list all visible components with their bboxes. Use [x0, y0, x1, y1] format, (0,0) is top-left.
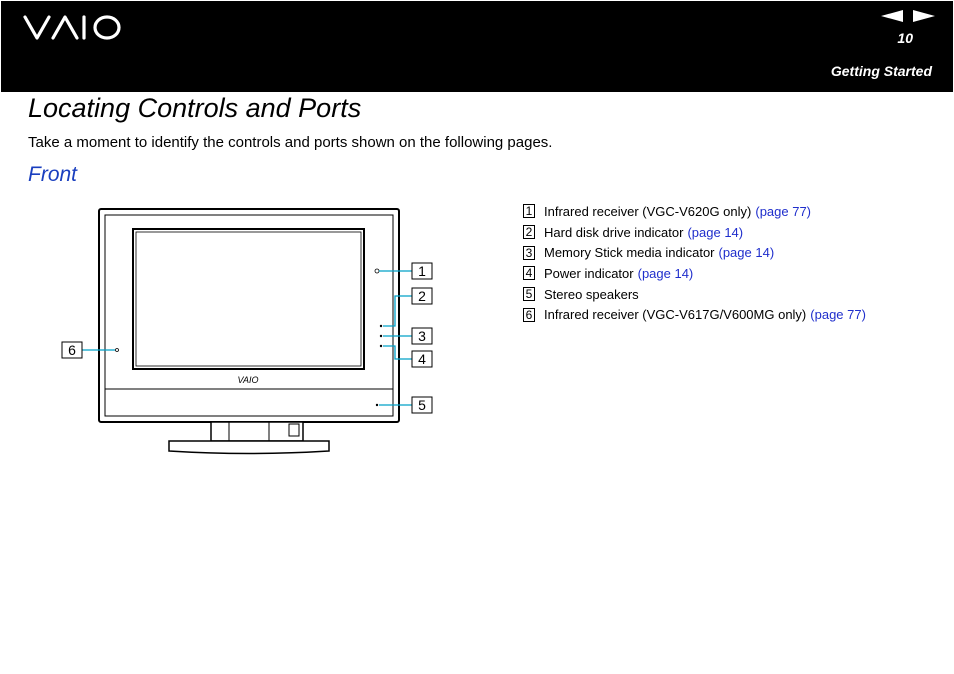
page-link[interactable]: (page 77)	[810, 307, 866, 323]
legend-number: 6	[523, 307, 535, 322]
svg-text:4: 4	[418, 351, 426, 367]
vaio-logo	[23, 15, 121, 40]
legend-text: Hard disk drive indicator	[544, 224, 684, 240]
left-arrow-icon[interactable]	[881, 9, 903, 28]
right-arrow-icon[interactable]	[913, 9, 935, 28]
legend-item: 4 Power indicator (page 14)	[523, 263, 866, 284]
page-link[interactable]: (page 14)	[718, 245, 775, 261]
monitor-screen	[132, 228, 365, 370]
svg-text:3: 3	[418, 328, 426, 344]
callout-6: 6	[61, 341, 83, 359]
page-title: Locating Controls and Ports	[28, 93, 362, 123]
page-link[interactable]: (page 14)	[637, 265, 694, 281]
legend-text: Memory Stick media indicator	[544, 245, 715, 261]
page-number: 10	[897, 30, 913, 46]
legend-number: 3	[523, 245, 535, 260]
callout-4: 4	[411, 350, 433, 368]
legend-text: Infrared receiver (VGC-V620G only)	[544, 203, 752, 219]
callout-1: 1	[411, 262, 433, 280]
callout-3: 3	[411, 327, 433, 345]
legend-number: 5	[523, 287, 535, 302]
legend-item: 3 Memory Stick media indicator (page 14)	[523, 242, 866, 263]
page-header: 10 Getting Started	[1, 1, 953, 92]
component-legend: 1 Infrared receiver (VGC-V620G only) (pa…	[523, 201, 866, 325]
callout-2: 2	[411, 287, 433, 305]
intro-text: Take a moment to identify the controls a…	[28, 134, 553, 151]
legend-text: Infrared receiver (VGC-V617G/V600MG only…	[544, 307, 807, 323]
legend-number: 4	[523, 266, 535, 281]
svg-text:1: 1	[418, 263, 426, 279]
svg-text:5: 5	[418, 397, 426, 413]
section-title: Getting Started	[830, 63, 932, 79]
svg-text:6: 6	[68, 342, 76, 358]
legend-item: 5 Stereo speakers	[523, 284, 866, 305]
legend-number: 2	[523, 225, 535, 240]
callout-5: 5	[411, 396, 433, 414]
legend-item: 2 Hard disk drive indicator (page 14)	[523, 222, 866, 243]
legend-text: Power indicator	[544, 265, 634, 281]
legend-number: 1	[523, 204, 535, 219]
front-view-diagram: VAIO 1 2 3 4 5 6	[61, 208, 433, 455]
monitor-logo: VAIO	[237, 375, 258, 385]
legend-item: 1 Infrared receiver (VGC-V620G only) (pa…	[523, 201, 866, 222]
page-navigation	[881, 9, 935, 28]
legend-item: 6 Infrared receiver (VGC-V617G/V600MG on…	[523, 304, 866, 325]
page-link[interactable]: (page 77)	[755, 203, 812, 219]
svg-text:2: 2	[418, 288, 426, 304]
page-link[interactable]: (page 14)	[687, 224, 744, 240]
legend-text: Stereo speakers	[544, 286, 639, 302]
monitor-stand-base	[168, 440, 330, 455]
section-subtitle: Front	[28, 163, 78, 186]
